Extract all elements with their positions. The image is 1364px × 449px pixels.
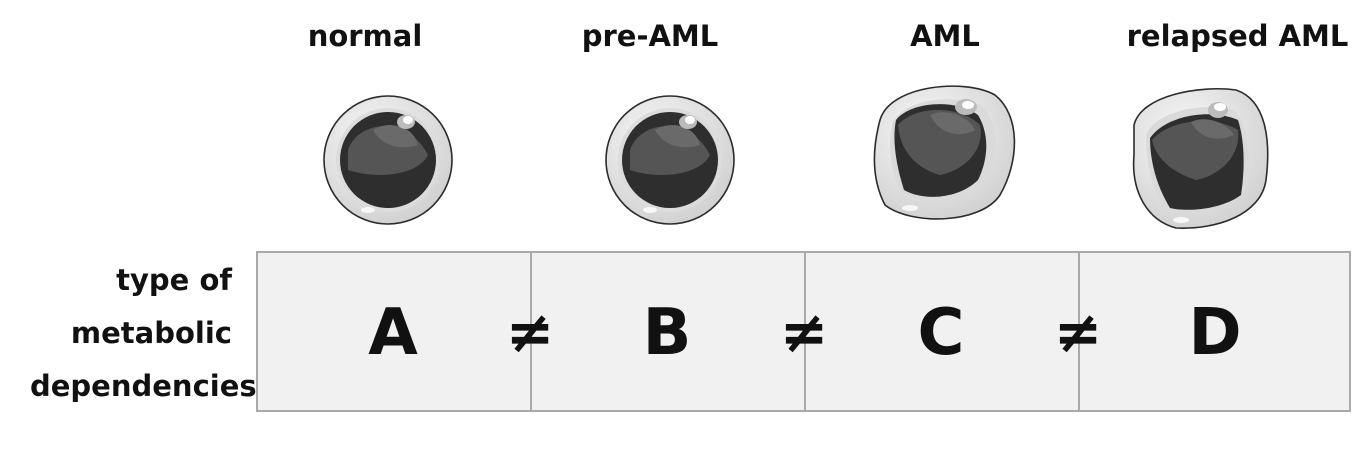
not-equal-symbol: ≠ [779, 298, 829, 366]
relapsed-aml-cell-icon [1132, 87, 1269, 229]
column-divider [530, 253, 532, 410]
column-divider [1078, 253, 1080, 410]
row-label-line-1: type of [116, 263, 232, 297]
row-label-line-2: metabolic [70, 316, 232, 350]
stage-label-aml: AML [910, 19, 980, 53]
row-label-line-3: dependencies [30, 369, 257, 403]
normal-cell-icon [323, 95, 453, 225]
dependency-type-d: D [1188, 296, 1242, 370]
pre-aml-cell-icon [605, 95, 735, 225]
dependency-type-a: A [368, 296, 418, 370]
dependency-type-b: B [642, 296, 692, 370]
stage-label-pre-aml: pre-AML [581, 19, 719, 53]
not-equal-symbol: ≠ [1053, 298, 1103, 366]
column-divider [804, 253, 806, 410]
metabolic-dependency-table: A B C D ≠ ≠ ≠ [256, 251, 1351, 412]
stage-label-relapsed-aml: relapsed AML [1126, 19, 1349, 53]
aml-cell-icon [873, 85, 1016, 220]
dependency-type-c: C [917, 296, 965, 370]
stage-label-normal: normal [307, 19, 423, 53]
not-equal-symbol: ≠ [505, 298, 555, 366]
row-label: type of metabolic dependencies [30, 254, 257, 413]
